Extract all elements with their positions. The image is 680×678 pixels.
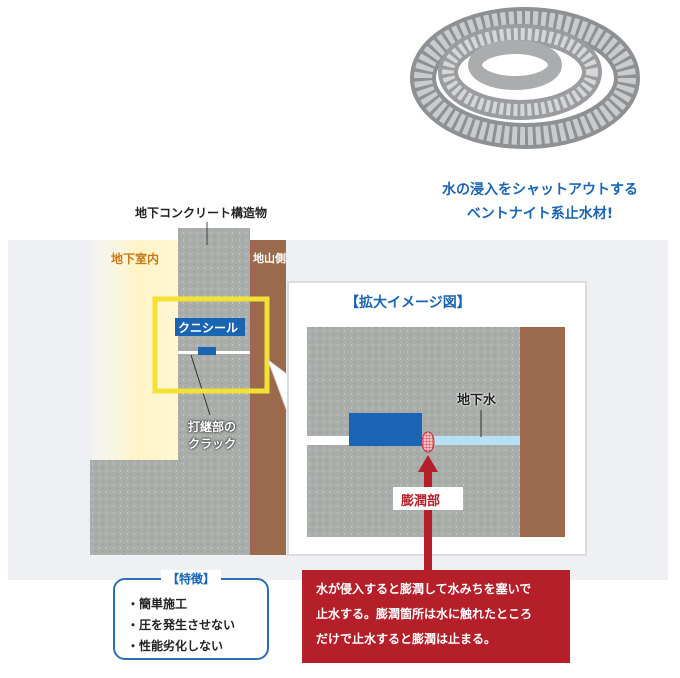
indoor-area — [92, 240, 180, 460]
groundwater-label: 地下水 — [457, 393, 497, 408]
feature-item: ・性能劣化しない — [127, 639, 224, 653]
explanation-line: 水が侵入すると膨潤して水みちを塞いで — [316, 582, 532, 596]
swelling-label: 膨潤部 — [401, 494, 441, 509]
zoom-title: 【拡大イメージ図】 — [345, 295, 471, 311]
swelling-area — [421, 431, 435, 453]
features-box: 【特徴】 ・簡単施工 ・圧を発生させない ・性能劣化しない — [113, 570, 269, 660]
sealant — [349, 413, 422, 446]
structure-label: 地下コンクリート構造物 — [135, 206, 268, 220]
arrow — [424, 470, 432, 572]
ground-label: 地山側 — [253, 252, 286, 265]
crack-label-2: クラック — [188, 437, 237, 451]
crack-label-1: 打継部の — [188, 420, 237, 434]
product-caption-2: ベントナイト系止水材! — [466, 206, 614, 222]
concrete-wall — [90, 228, 250, 555]
product-photo — [410, 7, 640, 149]
product-caption-1: 水の浸入をシャットアウトする — [442, 182, 638, 198]
indoor-label: 地下室内 — [111, 252, 160, 266]
explanation-line: 止水する。膨潤箇所は水に触れたところ — [316, 607, 533, 621]
feature-item: ・簡単施工 — [127, 597, 188, 611]
explanation-box: 水が侵入すると膨潤して水みちを塞いで 止水する。膨潤箇所は水に触れたところ だけ… — [302, 570, 570, 663]
sealant-label: クニシール — [178, 321, 239, 335]
features-title: 【特徴】 — [160, 570, 222, 587]
highlight-box — [152, 296, 270, 394]
ground-soil — [250, 240, 286, 555]
explanation-line: だけで止水すると膨潤は止まる。 — [316, 632, 497, 646]
feature-item: ・圧を発生させない — [127, 618, 236, 632]
